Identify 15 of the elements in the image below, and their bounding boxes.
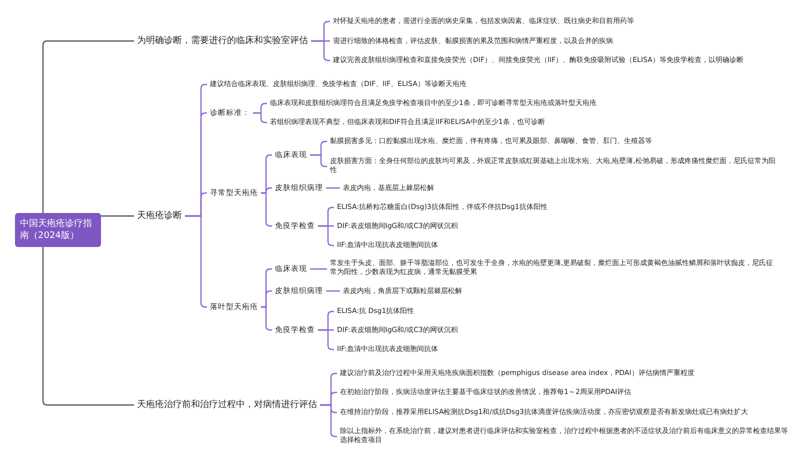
connector-line	[311, 40, 330, 62]
connector-line	[326, 187, 340, 189]
connector-line	[326, 290, 340, 292]
connector-line	[42, 40, 134, 213]
connector-line	[318, 225, 334, 246]
connector-line	[42, 247, 134, 406]
branch-label: 为明确诊断，需要进行的临床和实验室评估	[137, 35, 308, 48]
connector-line	[318, 329, 334, 350]
connector-line	[253, 112, 267, 124]
connector-line	[310, 154, 327, 168]
branch-label: 天疱疮治疗前和治疗过程中，对病情进行评估	[137, 399, 317, 412]
connector-line	[310, 268, 327, 270]
branch-label: 天疱疮诊断	[137, 210, 182, 222]
root-topic-box: 中国天疱疮诊疗指南（2024版）	[15, 213, 101, 248]
connector-line	[101, 215, 134, 217]
